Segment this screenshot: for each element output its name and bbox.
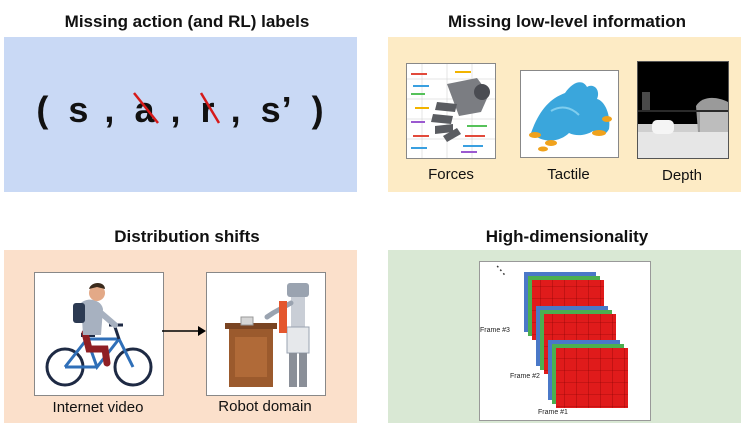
more-frames-dots: ⋮: [491, 262, 512, 281]
tuple-sep-3: ,: [230, 89, 242, 130]
tactile-caption: Tactile: [547, 166, 590, 183]
lowlevel-title: Missing low-level information: [447, 12, 687, 31]
robot-domain-image: [206, 272, 326, 396]
tuple-open-paren: (: [36, 89, 50, 130]
robot-domain-caption: Robot domain: [218, 398, 312, 415]
forces-image: [406, 63, 496, 159]
frames-image: ⋮ Frame #3 Frame #2 Frame #1: [479, 261, 651, 421]
depth-caption: Depth: [661, 167, 703, 184]
highdim-title: High-dimensionality: [485, 227, 649, 246]
depth-image: [637, 61, 729, 159]
tactile-hand-icon: [529, 82, 612, 152]
frame-1-label: Frame #1: [538, 409, 568, 416]
labels-title: Missing action (and RL) labels: [64, 12, 310, 31]
tuple-close-paren: ): [311, 89, 325, 130]
frame-3-label: Frame #3: [480, 327, 510, 334]
tuple-s: s: [68, 89, 90, 130]
depth-map-icon: [638, 62, 728, 158]
tuple-s-prime: s’: [260, 89, 293, 130]
tuple-sep-1: ,: [104, 89, 116, 130]
highdim-panel: ⋮ Frame #3 Frame #2 Frame #1: [388, 250, 741, 423]
internet-video-caption: Internet video: [52, 399, 144, 416]
frame-2-label: Frame #2: [510, 373, 540, 380]
frame-1: [548, 340, 628, 408]
robot-arm-icon: [225, 283, 310, 387]
frame-stack-icon: ⋮ Frame #3 Frame #2 Frame #1: [480, 262, 628, 416]
tactile-image: [520, 70, 619, 158]
strike-r-icon: [199, 92, 220, 124]
shift-arrow-icon: [162, 326, 206, 336]
lowlevel-panel: Forces Tactile Depth: [388, 37, 741, 192]
tuple-sep-2: ,: [170, 89, 182, 130]
shift-title: Distribution shifts: [114, 227, 260, 246]
shift-panel: Internet video Robot domain: [4, 250, 357, 423]
robot-hand-forces-icon: [407, 64, 495, 158]
tuple-a-struck: a: [133, 89, 160, 131]
sars-tuple: ( s , a , r , s’ ): [4, 89, 357, 131]
strike-a-icon: [133, 92, 160, 124]
forces-caption: Forces: [428, 166, 474, 183]
labels-panel: ( s , a , r , s’ ): [4, 37, 357, 192]
internet-video-image: [34, 272, 164, 396]
tuple-r-struck: r: [199, 89, 220, 131]
cyclist-icon: [45, 283, 153, 387]
